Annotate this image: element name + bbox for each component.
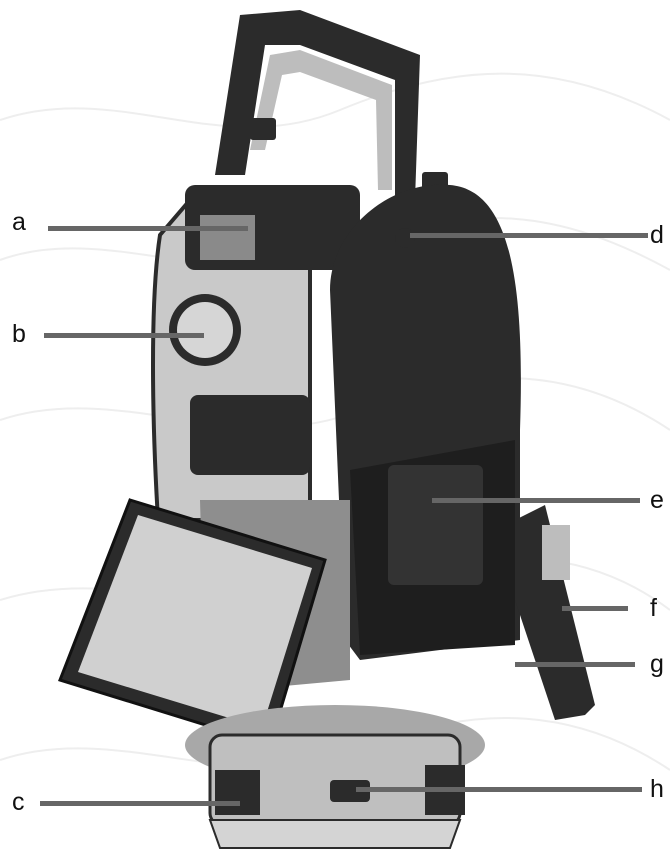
leader-line-b bbox=[44, 333, 204, 338]
tribrach-lock bbox=[330, 780, 370, 802]
leader-line-e bbox=[432, 498, 640, 503]
carrying-handle bbox=[215, 10, 448, 200]
display-screen bbox=[58, 498, 327, 747]
sighting-window bbox=[200, 215, 255, 260]
callout-g: g bbox=[650, 650, 664, 678]
battery-cover bbox=[388, 465, 483, 585]
leader-line-g bbox=[515, 662, 635, 667]
side-port bbox=[542, 525, 570, 580]
callout-f: f bbox=[650, 594, 657, 622]
leader-line-h bbox=[356, 787, 642, 792]
callout-b: b bbox=[12, 320, 26, 348]
leader-line-a bbox=[48, 226, 248, 231]
leader-line-c bbox=[40, 801, 240, 806]
callout-d: d bbox=[650, 221, 664, 249]
telescope-bottom-block bbox=[190, 395, 310, 475]
callout-a: a bbox=[12, 208, 26, 236]
callout-h: h bbox=[650, 775, 664, 803]
callout-c: c bbox=[12, 788, 25, 816]
callout-e: e bbox=[650, 486, 664, 514]
circular-level bbox=[395, 228, 415, 248]
objective-lens bbox=[177, 302, 233, 358]
tribrach-base bbox=[185, 705, 485, 849]
leader-line-f bbox=[562, 606, 628, 611]
leader-line-d bbox=[410, 233, 648, 238]
telescope-housing bbox=[169, 185, 360, 475]
handle-knob-left bbox=[250, 118, 276, 140]
leveling-screw-left bbox=[215, 770, 260, 815]
